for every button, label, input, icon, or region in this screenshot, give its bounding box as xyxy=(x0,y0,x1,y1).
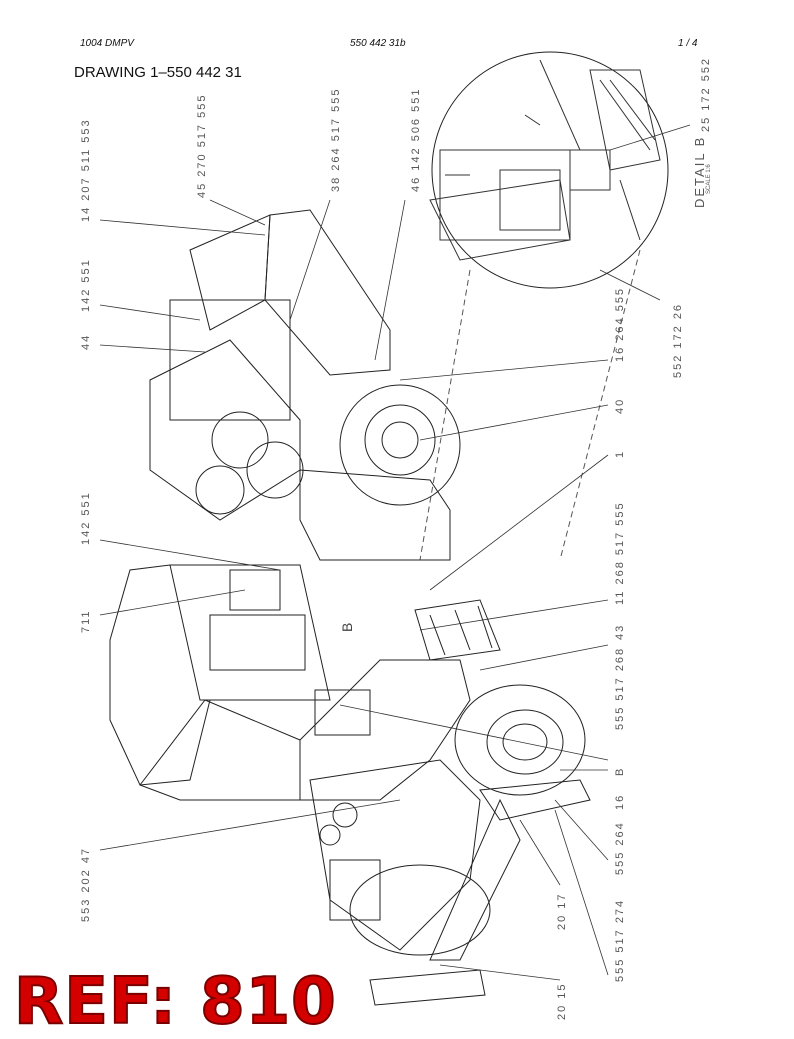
callout-11: 11 268 517 555 xyxy=(614,501,626,605)
callout-15: 20 15 xyxy=(556,982,568,1020)
detail-circle xyxy=(431,51,669,289)
drawing-title: DRAWING 1–550 442 31 xyxy=(74,64,242,81)
callout-40: 40 xyxy=(614,397,626,414)
callout-711: 711 xyxy=(80,609,92,633)
callout-14: 14 207 511 553 xyxy=(80,118,92,222)
header-drawing-number: 550 442 31b xyxy=(350,38,406,49)
header-page-number: 1 / 4 xyxy=(678,38,698,49)
callout-b: B xyxy=(614,766,626,776)
callout-555-264: 555 264 xyxy=(614,821,626,875)
view-marker: B xyxy=(339,623,355,632)
callout-1: 1 xyxy=(614,449,626,458)
callout-44: 44 xyxy=(80,333,92,350)
callout-43: 43 xyxy=(614,623,626,640)
callout-552-172-26: 552 172 26 xyxy=(672,302,684,378)
callout-46: 46 142 506 551 xyxy=(410,87,422,192)
detail-b-label: DETAIL B xyxy=(692,135,707,208)
machine-body xyxy=(109,209,591,1006)
callout-38: 38 264 517 555 xyxy=(330,87,342,192)
leader-lines xyxy=(99,124,691,981)
ref-stamp: REF: 810 xyxy=(13,964,337,1039)
callout-16-264: 16 264 555 xyxy=(614,286,626,362)
callout-45: 45 270 517 555 xyxy=(196,93,208,198)
callout-16: 16 xyxy=(614,793,626,810)
callout-47: 553 202 47 xyxy=(80,846,92,922)
header-model: 1004 DMPV xyxy=(80,38,134,49)
detail-scale: SCALE 1:6 xyxy=(706,164,712,194)
callout-555-517-268: 555 517 268 xyxy=(614,646,626,730)
detail-internals xyxy=(429,59,661,261)
callout-142-551-a: 142 551 xyxy=(80,258,92,312)
callout-555-517-274: 555 517 274 xyxy=(614,898,626,982)
callout-17: 20 17 xyxy=(556,892,568,930)
callout-142-551-b: 142 551 xyxy=(80,491,92,545)
callout-25: 25 172 552 xyxy=(700,56,712,132)
